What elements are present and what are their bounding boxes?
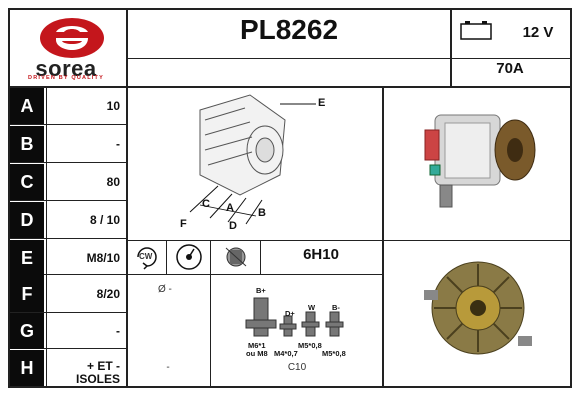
alternator-dimension-drawing xyxy=(189,94,316,225)
row-value-f: 8/20 xyxy=(96,287,120,301)
row-label-d: D xyxy=(10,202,44,238)
alternator-side-photo xyxy=(424,114,536,208)
sorea-logo-icon xyxy=(40,18,104,58)
row-sep xyxy=(8,274,126,275)
row-sep xyxy=(8,238,126,239)
row-sep xyxy=(8,200,126,201)
diagram-col xyxy=(382,86,384,386)
terminal-m5b: M5*0,8 xyxy=(322,349,346,358)
connector-code: C10 xyxy=(287,362,307,373)
terminal-m6: M6*1 xyxy=(248,341,266,350)
g-note: - xyxy=(166,362,170,373)
frame-bottom xyxy=(8,386,572,388)
row-value-d: 8 / 10 xyxy=(89,213,120,227)
photo-divider xyxy=(382,240,572,241)
title-col xyxy=(450,8,452,86)
row-label-c: C xyxy=(10,164,44,200)
rotation-label: CW xyxy=(139,252,153,261)
diagram-bottom xyxy=(126,240,382,241)
label-col xyxy=(46,86,47,386)
icon-div-3 xyxy=(260,240,261,274)
alternator-front-photo xyxy=(424,261,532,355)
row-value-h: + ET - ISOLES xyxy=(75,359,120,386)
row-label-g: G xyxy=(10,313,44,349)
row-value-g: - xyxy=(116,324,120,338)
frame-left xyxy=(8,8,10,388)
terminal-ou-m8: ou M8 xyxy=(246,349,268,358)
row-label-f: F xyxy=(10,276,44,312)
brand-tagline: DRIVEN BY QUALITY xyxy=(28,75,104,81)
brand-name: sorea xyxy=(35,56,97,81)
terminal-b-plus: B+ xyxy=(256,286,266,295)
regulator-code: 6H10 xyxy=(303,246,339,263)
row-sep xyxy=(8,124,126,125)
row-label-e: E xyxy=(10,240,44,276)
icon-div-1 xyxy=(166,240,167,274)
row-sep xyxy=(8,312,126,313)
pulley-gauge-icon xyxy=(176,244,202,270)
header-mid xyxy=(126,58,572,59)
row-sep xyxy=(8,162,126,163)
g-col xyxy=(210,274,211,386)
row-value-b: - xyxy=(116,137,120,151)
battery-icon xyxy=(460,21,492,40)
icon-div-2 xyxy=(210,240,211,274)
dim-label-c: C xyxy=(202,198,210,210)
dim-label-f: F xyxy=(180,218,187,230)
terminal-b-minus: B- xyxy=(332,303,340,312)
terminal-m4: M4*0,7 xyxy=(274,349,298,358)
row-label-a: A xyxy=(10,88,44,124)
voltage-value: 12 V xyxy=(522,24,554,41)
dim-label-a: A xyxy=(226,202,234,214)
row-label-h: H xyxy=(10,350,44,386)
dim-label-b: B xyxy=(258,207,266,219)
amperage-value: 70A xyxy=(496,60,524,77)
header-divider xyxy=(8,86,572,88)
terminal-studs-drawing xyxy=(245,297,344,337)
spec-row-divider xyxy=(126,274,382,275)
frame-top xyxy=(8,8,572,10)
row-value-a: 10 xyxy=(106,99,120,113)
dim-label-d: D xyxy=(229,220,237,232)
row-value-e: M8/10 xyxy=(86,251,120,265)
terminal-m5a: M5*0,8 xyxy=(298,341,322,350)
logo-col xyxy=(126,8,128,388)
rotation-cw-icon xyxy=(137,247,157,270)
terminal-d-plus: D+ xyxy=(285,309,295,318)
row-sep xyxy=(8,348,126,349)
frame-right xyxy=(570,8,572,388)
regulator-icon xyxy=(225,247,247,267)
row-label-b: B xyxy=(10,126,44,162)
row-value-c: 80 xyxy=(106,175,120,189)
part-number: PL8262 xyxy=(239,14,339,45)
dim-label-e: E xyxy=(318,97,326,109)
diameter-value: Ø - xyxy=(158,284,172,295)
terminal-w: W xyxy=(308,303,316,312)
